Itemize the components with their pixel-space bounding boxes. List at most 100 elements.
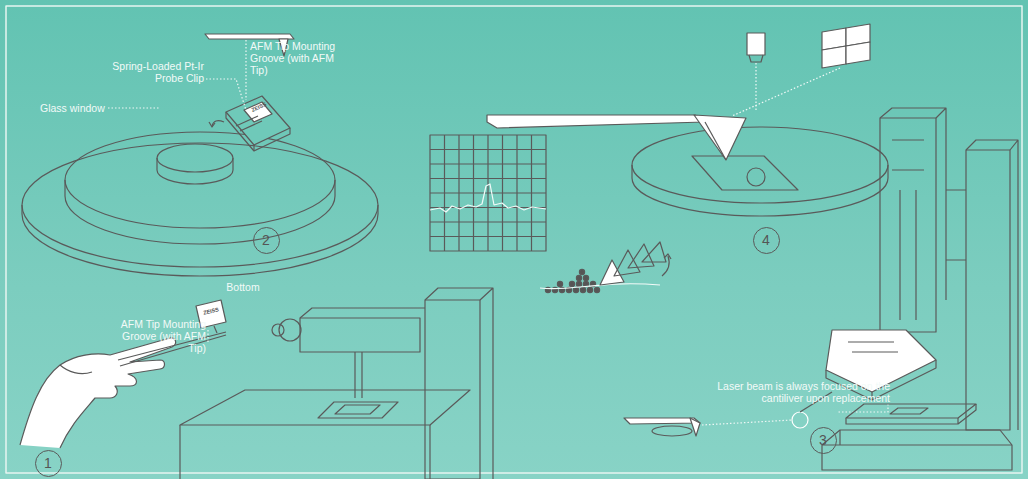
small-cantilever bbox=[624, 418, 700, 436]
microscope bbox=[880, 118, 936, 332]
microscope bbox=[848, 342, 898, 352]
surface-atoms bbox=[587, 287, 592, 292]
afm-instrument bbox=[300, 308, 425, 318]
probe-clip bbox=[226, 96, 290, 151]
surface-atoms bbox=[576, 281, 581, 286]
small-cantilever bbox=[690, 418, 700, 436]
afm-instrument bbox=[279, 319, 301, 341]
surface-atoms bbox=[580, 287, 585, 292]
small-cantilever bbox=[652, 426, 692, 436]
surface-atoms bbox=[579, 269, 584, 274]
callout-number: 4 bbox=[762, 233, 770, 247]
part-label: Spring-Loaded Pt-Ir Probe Clip bbox=[112, 60, 204, 84]
leader-line bbox=[207, 330, 208, 342]
sample-disk bbox=[632, 127, 888, 203]
microscope bbox=[846, 404, 976, 424]
step-number-circle: 2 bbox=[253, 227, 280, 254]
callout-number: 3 bbox=[819, 433, 827, 447]
microscope bbox=[966, 150, 1010, 430]
surface-atoms bbox=[569, 281, 574, 286]
afm-instrument bbox=[355, 352, 362, 398]
microscope bbox=[822, 430, 1012, 470]
sample-holder-base bbox=[65, 180, 335, 244]
scan-tip-path bbox=[614, 250, 640, 276]
afm-instrument bbox=[180, 288, 493, 479]
afm-tip bbox=[205, 34, 294, 39]
surface-atoms bbox=[576, 275, 581, 280]
objective-lens bbox=[747, 33, 765, 55]
objective-lens bbox=[749, 55, 763, 62]
rotate-arrow bbox=[209, 121, 224, 127]
rotate-arrow bbox=[209, 122, 215, 127]
afm-instrument bbox=[300, 318, 420, 352]
scan-tip-path bbox=[664, 254, 671, 259]
scan-tip-path bbox=[540, 242, 671, 289]
leader-line bbox=[702, 420, 792, 425]
leader-line bbox=[207, 330, 208, 342]
afm-instrument bbox=[425, 300, 480, 479]
cantilever bbox=[487, 115, 746, 160]
cantilever bbox=[694, 115, 746, 160]
probe-clip bbox=[253, 145, 254, 151]
objective-lens bbox=[747, 33, 765, 62]
afm-instrument bbox=[180, 390, 470, 425]
surface-atoms bbox=[594, 287, 599, 292]
sample-disk bbox=[692, 156, 798, 190]
callout-number: 1 bbox=[44, 456, 52, 470]
microscope bbox=[846, 404, 976, 418]
frame bbox=[6, 6, 1022, 473]
sample-holder-base bbox=[22, 132, 378, 276]
leader-line bbox=[245, 40, 246, 100]
part-label: Bottom bbox=[218, 281, 268, 293]
step-number-circle: 4 bbox=[753, 227, 780, 254]
cantilever bbox=[705, 122, 726, 160]
leader-line bbox=[206, 79, 246, 110]
part-label: Glass window bbox=[40, 102, 120, 114]
microscope bbox=[880, 108, 946, 300]
step-number-circle: 1 bbox=[35, 450, 62, 477]
leader-line bbox=[108, 40, 246, 110]
microscope bbox=[966, 140, 1018, 430]
sample-holder-base bbox=[157, 158, 233, 184]
microscope bbox=[946, 190, 966, 260]
photodetector bbox=[822, 24, 870, 68]
signal-grid bbox=[430, 135, 546, 251]
gloved-hand bbox=[20, 338, 176, 448]
microscope bbox=[892, 140, 924, 320]
microscope bbox=[822, 430, 1012, 445]
microscope bbox=[890, 408, 928, 414]
leader-line bbox=[108, 107, 160, 108]
gloved-hand bbox=[20, 338, 176, 448]
photodetector bbox=[846, 42, 870, 64]
laser-path bbox=[732, 68, 840, 116]
signal-grid bbox=[430, 184, 546, 212]
microscope bbox=[800, 108, 1018, 470]
probe-clip bbox=[226, 96, 290, 145]
sample-holder-base bbox=[65, 132, 335, 228]
afm-instrument bbox=[272, 324, 284, 336]
sample-disk bbox=[747, 168, 765, 186]
sample-disk bbox=[632, 127, 888, 216]
part-label: AFM Tip Mounting Groove (with AFM Tip) bbox=[114, 318, 206, 354]
tip-card bbox=[214, 326, 217, 333]
laser-path bbox=[732, 63, 840, 116]
afm-instrument bbox=[318, 402, 398, 418]
sample-holder-base bbox=[157, 144, 233, 172]
step-number-circle: 3 bbox=[810, 427, 837, 454]
afm-instrument bbox=[425, 288, 493, 479]
scan-tip-path bbox=[642, 242, 666, 262]
small-cantilever bbox=[624, 418, 700, 424]
surface-atoms bbox=[583, 275, 588, 280]
signal-grid bbox=[430, 135, 546, 251]
highlight-circle bbox=[792, 412, 808, 428]
scan-tip-path bbox=[628, 244, 654, 268]
probe-clip bbox=[236, 116, 262, 131]
signal-grid bbox=[430, 150, 546, 237]
part-label: AFM Tip Mounting Groove (with AFM Tip) bbox=[250, 40, 338, 76]
afm-instrument bbox=[180, 425, 430, 479]
frame bbox=[6, 6, 1022, 473]
gloved-hand bbox=[60, 365, 92, 374]
scan-tip-path bbox=[662, 256, 669, 276]
surface-atoms bbox=[557, 281, 562, 286]
